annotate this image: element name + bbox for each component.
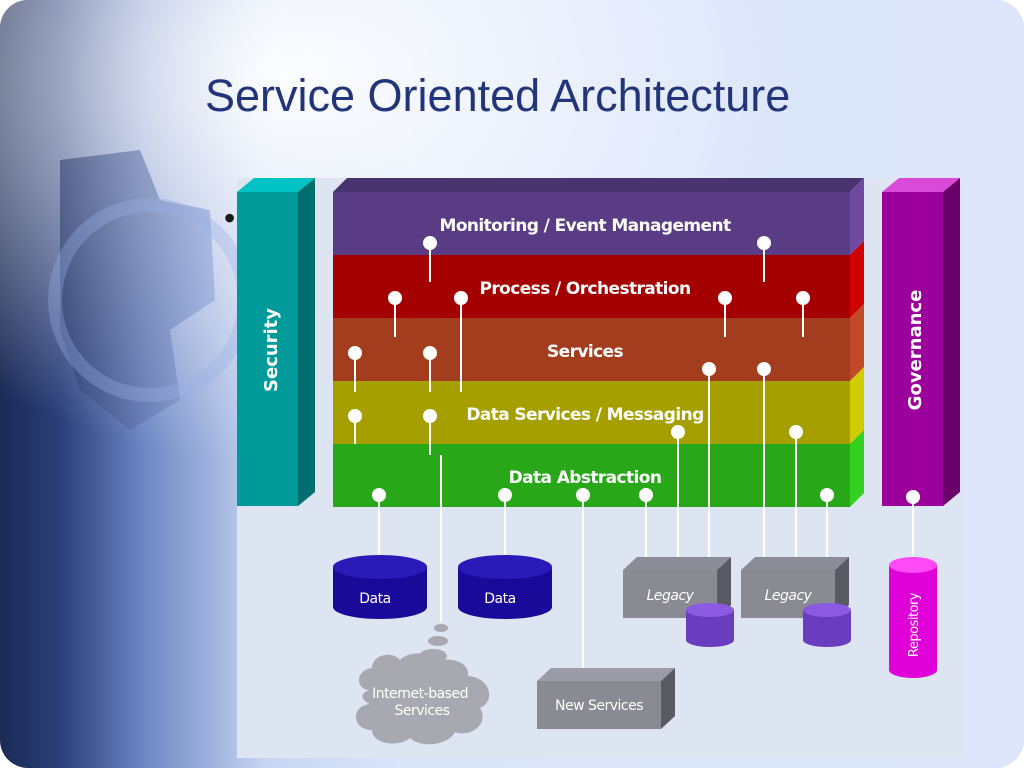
connector-pin — [348, 346, 362, 360]
connector-pin — [576, 488, 590, 502]
layer-label-monitoring: Monitoring / Event Management — [440, 216, 731, 236]
connector-pin — [454, 291, 468, 305]
connector-pin — [671, 425, 685, 439]
layer-label-process: Process / Orchestration — [480, 279, 691, 299]
legacy-system-2: Legacy — [741, 557, 851, 647]
layer-data-abstraction-side — [850, 430, 864, 507]
new-services-label: New Services — [555, 698, 643, 714]
repository-store: Repository — [889, 557, 937, 678]
internet-services-label: Internet-based Services — [372, 686, 472, 719]
layer-monitoring-side — [850, 178, 864, 255]
new-services-box: New Services — [537, 668, 675, 729]
layer-label-services: Services — [547, 342, 623, 362]
legacy-system-1: Legacy — [623, 557, 734, 647]
connector-pin — [702, 362, 716, 376]
data-store-2-label: Data — [484, 591, 515, 607]
data-store-1: Data — [333, 555, 427, 619]
layer-label-data-abstraction: Data Abstraction — [509, 468, 662, 488]
connector-pin — [906, 490, 920, 504]
connector-pin — [348, 409, 362, 423]
connector-pin — [789, 425, 803, 439]
governance-label: Governance — [905, 290, 926, 411]
connector-pin — [820, 488, 834, 502]
layer-stack: Monitoring / Event Management Process / … — [333, 178, 864, 507]
connector-pin — [423, 409, 437, 423]
connector-pin — [423, 236, 437, 250]
layer-data-services-side — [850, 367, 864, 444]
connector-pin — [388, 291, 402, 305]
connector-pin — [718, 291, 732, 305]
data-store-2: Data — [458, 555, 552, 619]
connector-pin — [757, 236, 771, 250]
connector-pin — [498, 488, 512, 502]
internet-services-cloud: Internet-based Services — [355, 624, 490, 745]
security-bar: Security — [237, 178, 315, 506]
data-store-1-label: Data — [359, 591, 390, 607]
governance-bar: Governance — [882, 178, 960, 506]
connector-pin — [639, 488, 653, 502]
connector-pin — [423, 346, 437, 360]
connectors — [348, 236, 920, 668]
repository-label: Repository — [907, 592, 922, 657]
security-label: Security — [261, 308, 282, 392]
legacy-1-label: Legacy — [647, 588, 695, 604]
layer-label-data-services: Data Services / Messaging — [466, 405, 703, 425]
slide-title: Service Oriented Architecture — [205, 70, 791, 121]
connector-pin — [372, 488, 386, 502]
connector-pin — [796, 291, 810, 305]
layer-process-side — [850, 241, 864, 318]
legacy-2-label: Legacy — [765, 588, 813, 604]
layer-services-side — [850, 304, 864, 381]
connector-pin — [757, 362, 771, 376]
